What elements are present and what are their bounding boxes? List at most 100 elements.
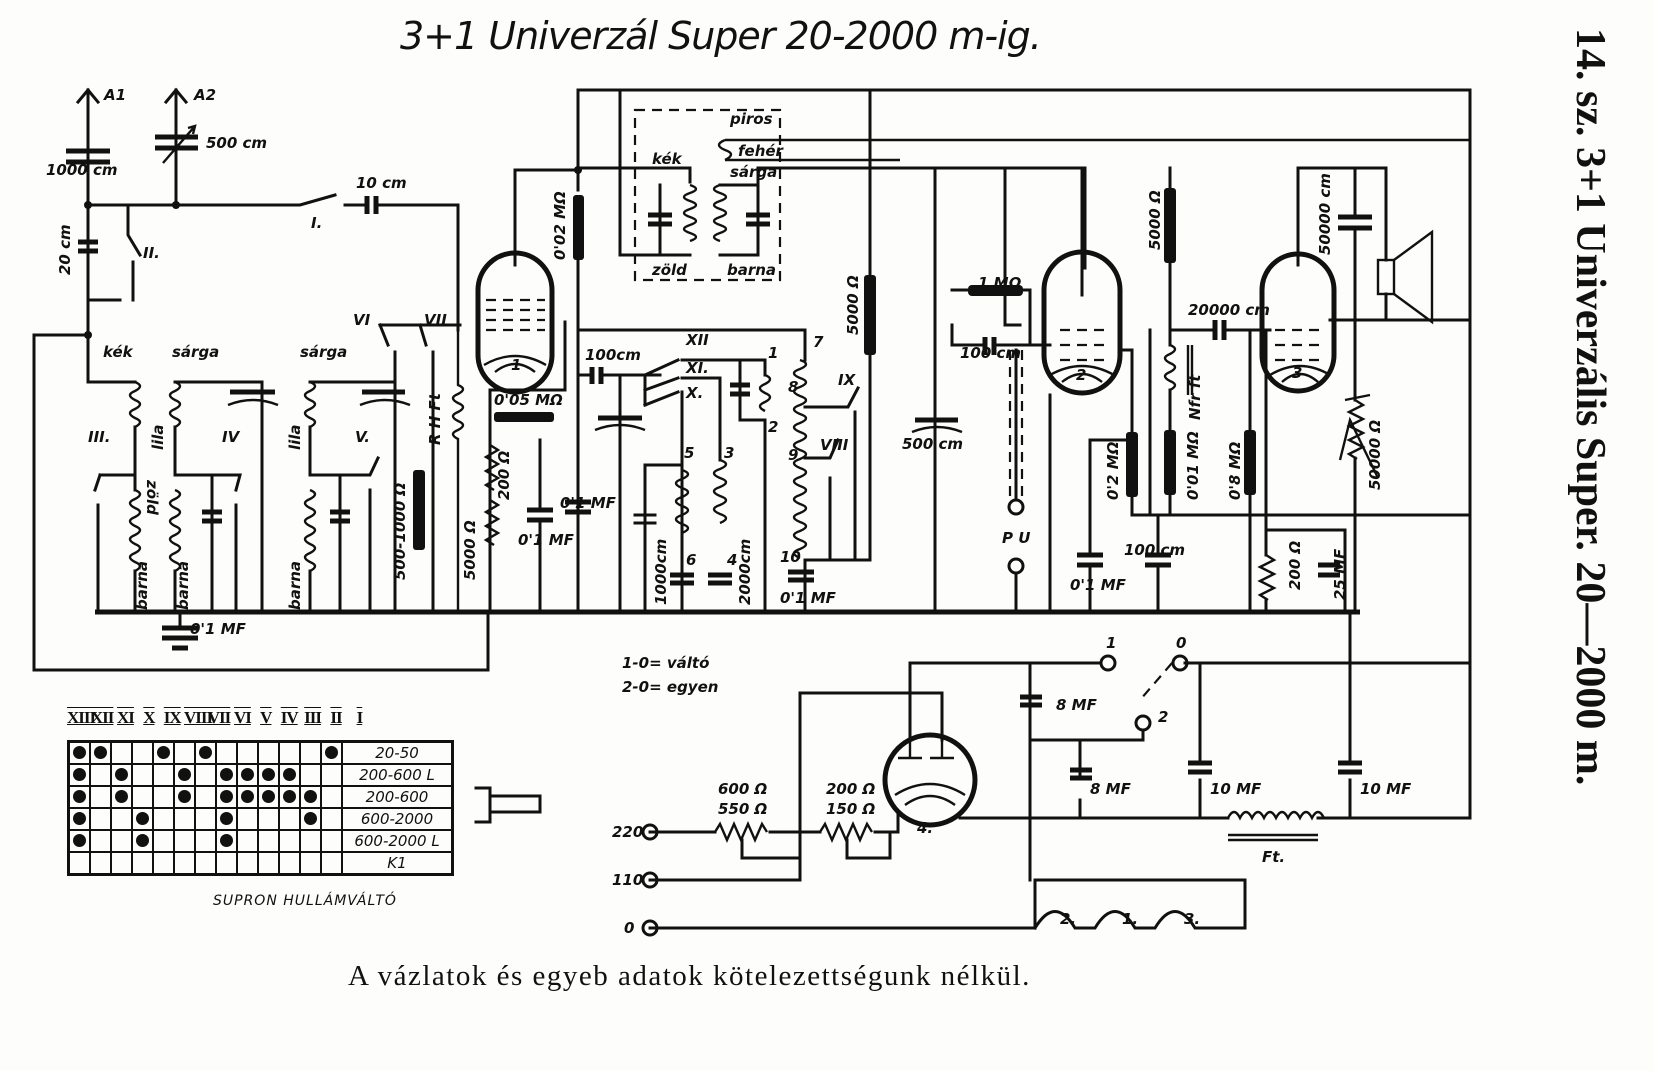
wave-switch-cell <box>257 785 280 809</box>
wave-switch-column-iv: IV <box>280 708 299 727</box>
wave-switch-cell <box>152 807 175 831</box>
cap-500cm-label: 500 cm <box>206 134 267 152</box>
wave-switch-cell <box>257 740 280 765</box>
wave-switch-cell <box>278 829 301 853</box>
contact-dot-icon <box>73 833 86 847</box>
contact-dot-icon <box>115 767 128 781</box>
wave-switch-cell <box>278 785 301 809</box>
cap-10mf-a-label: 10 MF <box>1210 780 1262 798</box>
r-005m-label: 0'05 MΩ <box>494 391 563 409</box>
wave-switch-cell <box>320 785 343 809</box>
contact-dot-icon <box>262 767 275 781</box>
wave-switch-column-vi: VI <box>233 708 252 727</box>
cap-2000cm-label: 2000cm <box>736 539 754 605</box>
if-piros-label: piros <box>729 110 773 128</box>
r-600-label: 600 Ω <box>718 780 768 798</box>
wave-switch-cell <box>278 851 301 876</box>
switch-x-label: X. <box>685 384 703 402</box>
footer-disclaimer: A vázlatok és egyeb adatok kötelezettség… <box>348 960 1031 992</box>
terminal-0-label: 0 <box>1176 634 1186 652</box>
switch-ix-label: IX <box>838 371 857 389</box>
switch-xii-label: XII <box>685 331 709 349</box>
r-200-label: 200 Ω <box>495 450 513 500</box>
r-02m-label: 0'2 MΩ <box>1104 441 1122 500</box>
contact-dot-icon <box>73 745 86 759</box>
tube-1: 1 0'05 MΩ 200 Ω 5000 Ω 0'1 MF 0'1 MF 0'0… <box>461 88 1472 614</box>
wave-switch-cell <box>320 807 343 831</box>
diagram-title: 3+1 Univerzál Super 20-2000 m-ig. <box>400 14 1042 58</box>
cap-100cm-label: 100cm <box>585 346 641 364</box>
wave-switch-cell <box>152 740 175 765</box>
wave-switch-cell <box>194 851 217 876</box>
choke-ft-label: Ft. <box>1262 848 1285 866</box>
contact-dot-icon <box>241 789 254 803</box>
input-coils: kék sárga sárga zöld lila lila barna bar… <box>86 311 465 638</box>
switch-xi-label: XI. <box>685 359 709 377</box>
coil-sarga-2-label: sárga <box>300 343 347 361</box>
wave-switch-caption: SUPRON HULLÁMVÁLTÓ <box>213 893 397 909</box>
contact-dot-icon <box>241 767 254 781</box>
wave-switch-cell <box>89 829 112 853</box>
wave-switch-column-iii: III <box>304 708 322 727</box>
cap-500cm-osc-label: 500 cm <box>902 435 963 453</box>
wave-switch-cell <box>320 763 343 787</box>
r-08m-label: 0'8 MΩ <box>1226 441 1244 500</box>
wave-switch-column-ii: II <box>330 708 342 727</box>
wave-switch-cell <box>236 829 259 853</box>
wave-switch-cell <box>299 740 322 765</box>
r-200-t3-label: 200 Ω <box>1286 540 1304 590</box>
wave-switch-column-vii: VII <box>207 708 232 727</box>
contact-dot-icon <box>283 789 296 803</box>
wave-switch-cell <box>131 785 154 809</box>
wave-band-label: K1 <box>341 851 454 876</box>
wave-switch-cell <box>320 740 343 765</box>
legend-1-0: 1-0= váltó <box>622 654 709 672</box>
tap-4: 4 <box>726 551 737 569</box>
wave-switch-cell <box>278 763 301 787</box>
wave-switch-cell <box>173 763 196 787</box>
coil-barna-1-label: barna <box>133 561 151 610</box>
wave-switch-cell <box>110 807 133 831</box>
input-220-label: 220 <box>612 823 643 841</box>
wave-switch-cell <box>215 851 238 876</box>
wave-switch-column-x: X <box>143 708 155 727</box>
cap-ground-label: 0'1 MF <box>190 620 247 638</box>
wave-switch-cell <box>236 763 259 787</box>
wave-switch-cell <box>215 829 238 853</box>
cap-01mf-a-label: 0'1 MF <box>518 531 575 549</box>
wave-switch-cell <box>131 829 154 853</box>
switch-iv-label: IV <box>222 428 241 446</box>
r-5000-t2-label: 5000 Ω <box>1146 190 1164 250</box>
wave-switch-cell <box>152 851 175 876</box>
cap-25mf-label: 25 MF <box>1331 548 1349 600</box>
wave-band-label: 600-2000 <box>341 807 454 831</box>
coil-barna-3-label: barna <box>286 561 304 610</box>
coil-zold-label: zöld <box>143 479 161 515</box>
if-barna-label: barna <box>727 261 776 279</box>
contact-dot-icon <box>136 811 149 825</box>
if-sarga-label: sárga <box>730 163 777 181</box>
wave-switch-row: 600-2000 L <box>67 829 454 853</box>
tube-4-number: 4. <box>916 819 933 837</box>
wave-switch-cell <box>173 740 196 765</box>
contact-dot-icon <box>325 745 338 759</box>
contact-dot-icon <box>178 767 191 781</box>
wave-switch-cell <box>152 829 175 853</box>
coil-lila-2-label: lila <box>286 424 304 450</box>
wave-band-label: 20-50 <box>341 740 454 765</box>
wave-switch-cell <box>67 763 91 787</box>
contact-dot-icon <box>220 811 233 825</box>
tap-1: 1 <box>768 344 778 362</box>
wave-switch-cell <box>299 785 322 809</box>
oscillator-section: XII XI. X. IX VIII 1 2 3 4 5 6 7 8 9 10 … <box>594 88 963 614</box>
wave-switch-cell <box>173 829 196 853</box>
tube-1-number: 1 <box>511 356 521 374</box>
wave-switch-cell <box>257 763 280 787</box>
coil-lila-1-label: lila <box>149 424 167 450</box>
wave-switch-cell <box>194 829 217 853</box>
filament-3: 3. <box>1184 910 1200 928</box>
wave-switch-cell <box>131 851 154 876</box>
contact-dot-icon <box>220 789 233 803</box>
